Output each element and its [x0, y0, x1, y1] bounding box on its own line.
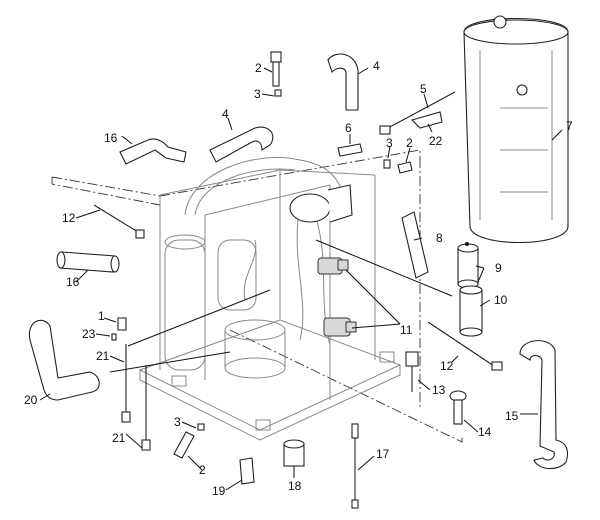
part-11-valve-upper: [317, 257, 349, 275]
callout-12-right: 12: [440, 359, 454, 373]
part-10-cylinder: [459, 285, 483, 337]
part-21-harness-b: [141, 365, 151, 451]
callout-7: 7: [566, 119, 573, 133]
callout-15: 15: [505, 409, 519, 423]
callout-19: 19: [212, 484, 226, 498]
part-6-fitting: [337, 143, 363, 157]
part-18-sleeve: [283, 439, 305, 467]
callout-21-top: 21: [96, 349, 110, 363]
part-3-washer-top: [274, 89, 282, 97]
part-2-screw-top: [270, 51, 282, 87]
callout-21-bottom: 21: [112, 431, 126, 445]
part-21-harness-a: [121, 344, 131, 423]
part-13-sensor: [405, 351, 419, 392]
part-15-pipe: [519, 340, 569, 470]
callout-22: 22: [429, 134, 443, 148]
callout-16-top: 16: [104, 131, 118, 145]
part-8-foam: [401, 211, 429, 279]
callout-3-right: 3: [386, 136, 393, 150]
callout-4-right: 4: [373, 59, 380, 73]
part-4-hose-left: [209, 126, 274, 163]
callout-2-bottom: 2: [199, 463, 206, 477]
part-16-tube: [59, 251, 116, 273]
callout-18: 18: [288, 479, 302, 493]
part-14-valve: [449, 390, 467, 425]
callout-2-top: 2: [255, 61, 262, 75]
part-11-valve-lower: [323, 317, 357, 337]
part-2-screw-bottom: [173, 431, 195, 459]
part-22-bracket: [410, 111, 443, 129]
callout-20: 20: [24, 393, 38, 407]
part-23-oring: [111, 333, 117, 341]
callout-1: 1: [98, 309, 105, 323]
callout-12-left: 12: [62, 211, 76, 225]
part-5-cable: [387, 91, 456, 129]
callout-2-right: 2: [406, 136, 413, 150]
callout-9: 9: [495, 261, 502, 275]
part-12-cable-right: [427, 321, 495, 367]
callout-14: 14: [478, 425, 492, 439]
callout-5: 5: [420, 82, 427, 96]
callout-10: 10: [494, 293, 508, 307]
part-16-hose-top: [119, 138, 187, 165]
callout-16-bottom: 16: [66, 275, 80, 289]
part-7-cover: [463, 15, 569, 244]
part-4-hose-right: [327, 53, 359, 111]
leader-lines: [39, 67, 563, 491]
callout-4-left: 4: [222, 107, 229, 121]
part-12-cable-left: [93, 204, 139, 233]
part-20-hose: [28, 319, 100, 401]
callout-13: 13: [432, 383, 446, 397]
callout-17: 17: [376, 447, 390, 461]
main-assembly: [51, 149, 463, 443]
callout-8: 8: [436, 231, 443, 245]
part-19-fitting: [239, 457, 255, 485]
callout-11: 11: [400, 323, 413, 337]
callout-23: 23: [82, 327, 96, 341]
callouts: 2 3 4 4 16 5 22 6 3 2 7 12 16 8 9 10 11 …: [24, 59, 573, 498]
part-3-washer-bottom: [197, 423, 205, 431]
callout-6: 6: [345, 121, 352, 135]
callout-3-top: 3: [254, 87, 261, 101]
callout-3-bottom: 3: [174, 415, 181, 429]
part-9-cap: [457, 242, 479, 292]
part-3-screw-right: [383, 159, 391, 169]
part-17-probe: [351, 423, 359, 509]
part-1-clip: [117, 317, 127, 331]
part-2-screw-right: [397, 161, 413, 174]
